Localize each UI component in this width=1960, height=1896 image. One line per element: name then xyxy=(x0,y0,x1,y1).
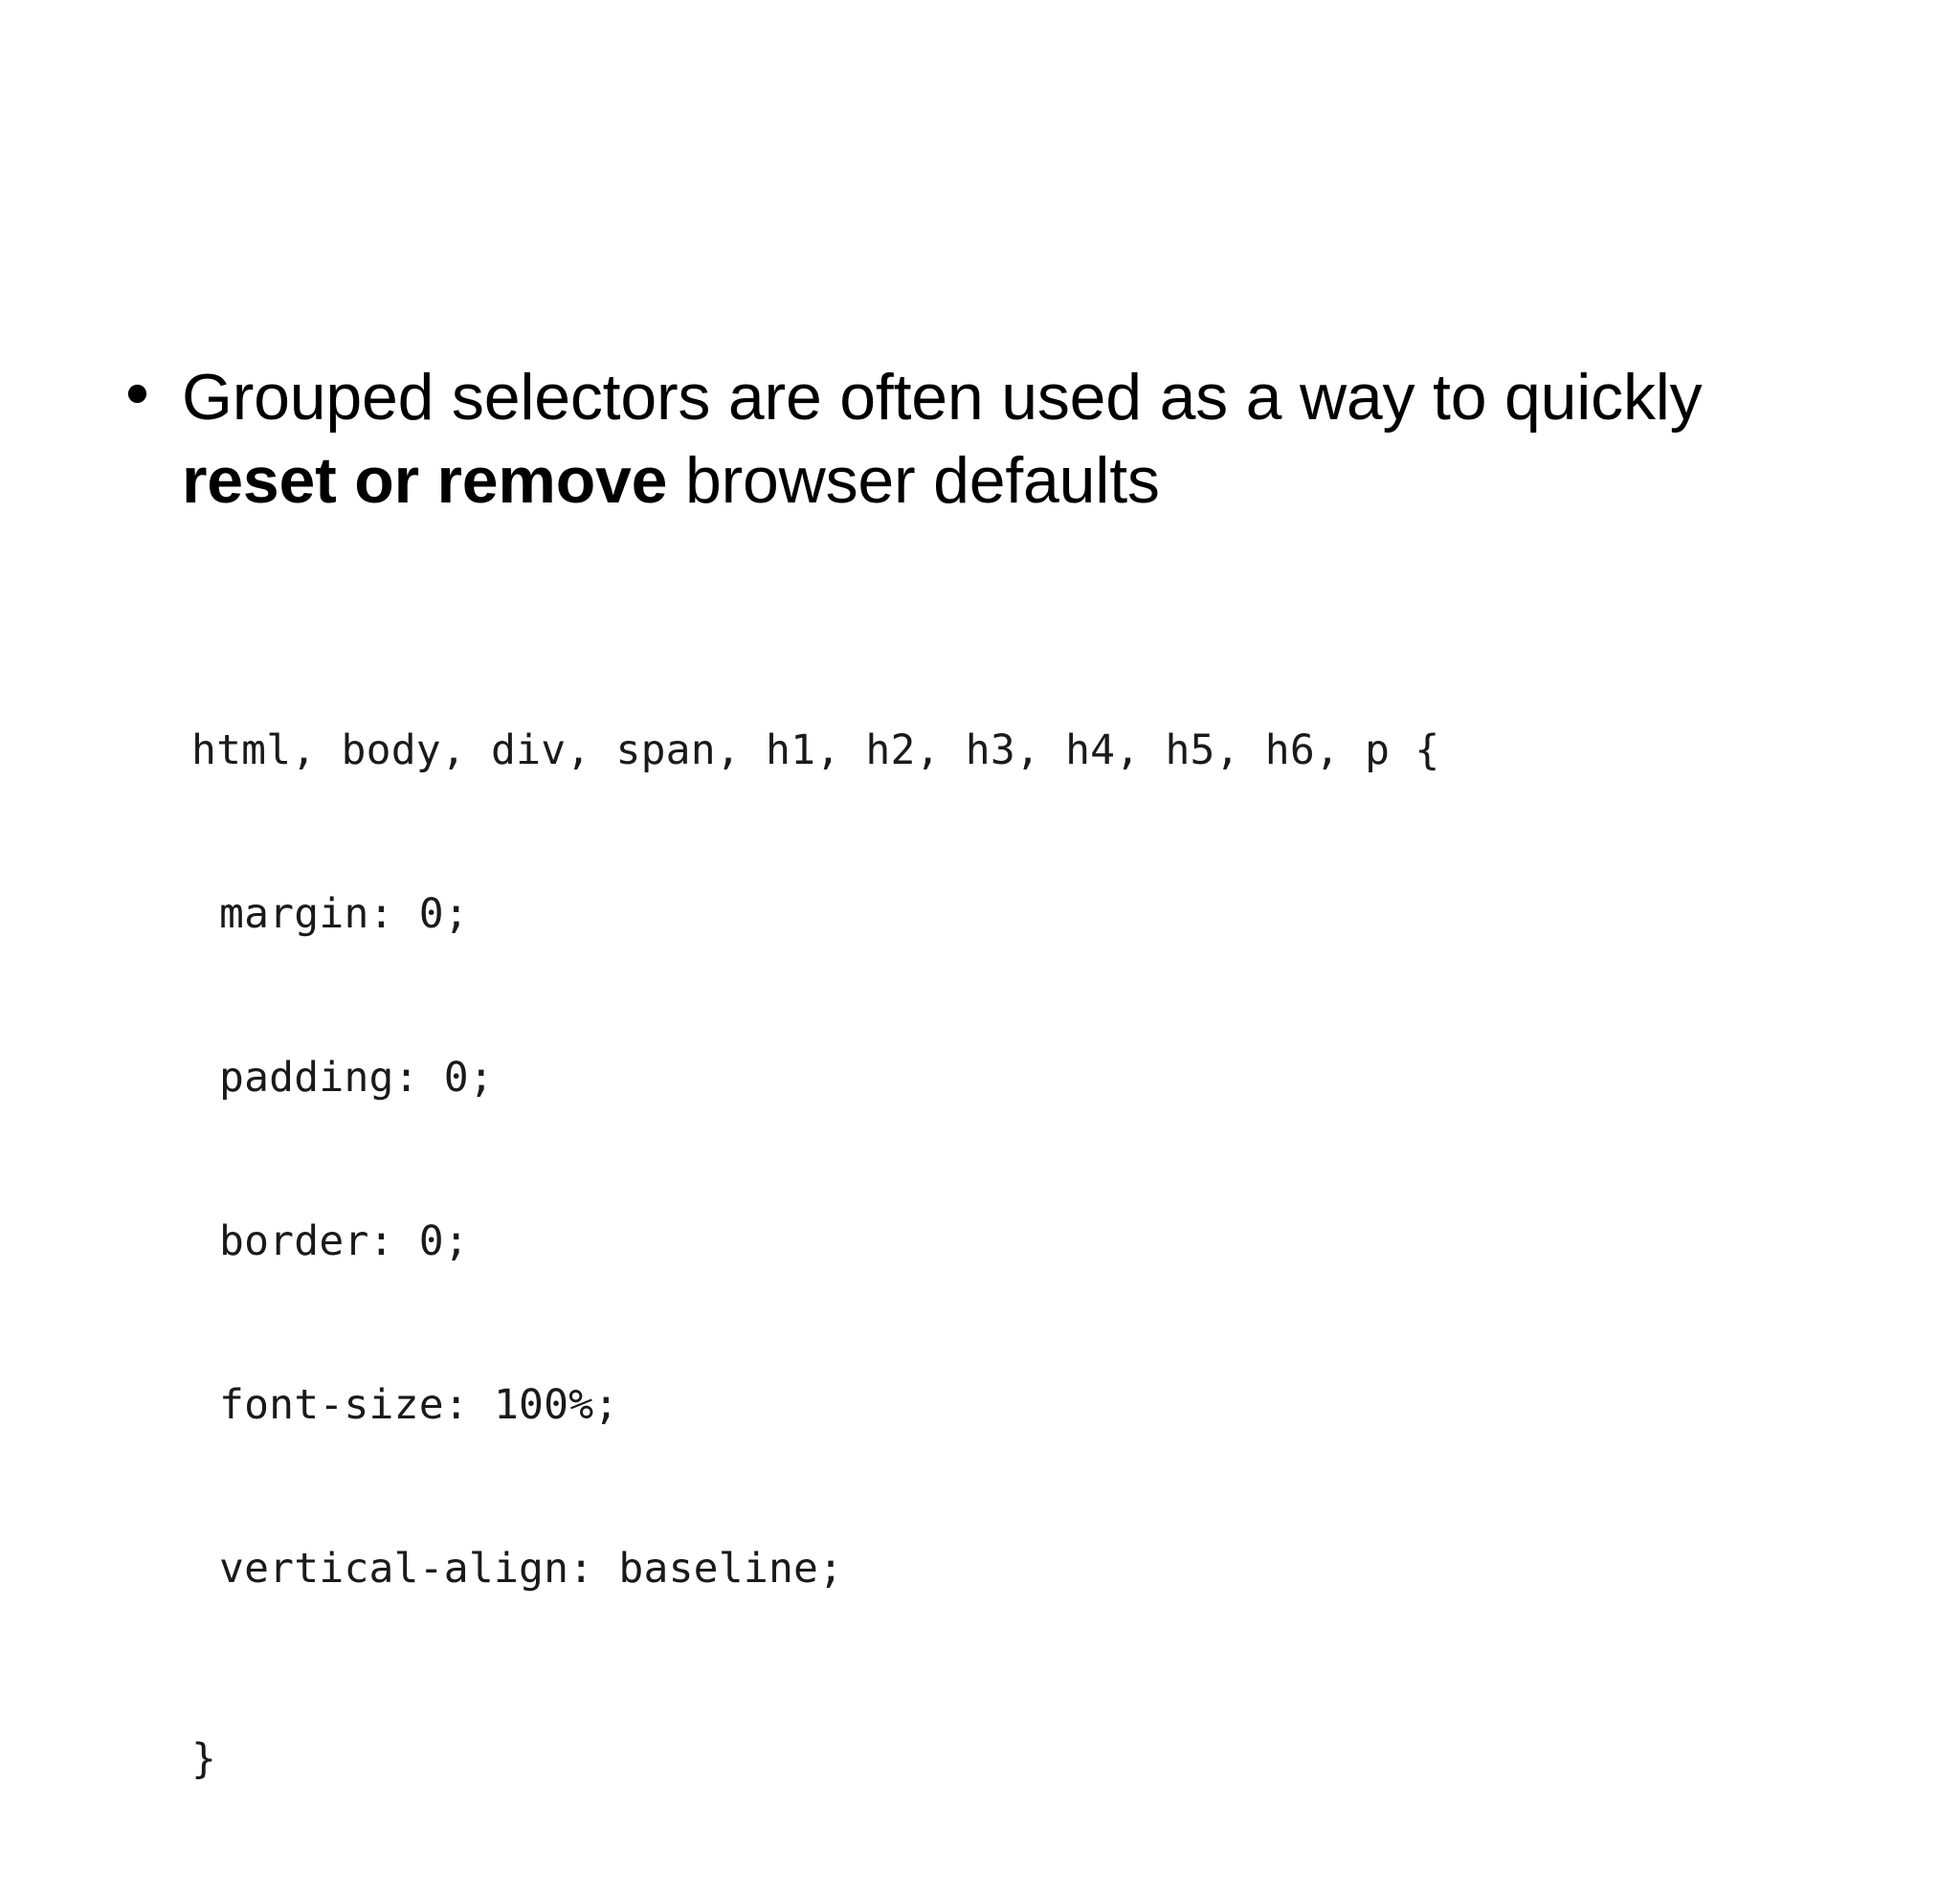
code-line-font-size: font-size: 100%; xyxy=(219,1381,619,1429)
bullet-dot-icon: • xyxy=(119,359,156,433)
code-line-margin: margin: 0; xyxy=(219,890,469,938)
code-line-vertical-align: vertical-align: baseline; xyxy=(219,1545,844,1593)
code-line-padding: padding: 0; xyxy=(219,1054,494,1102)
code-line-close-brace: } xyxy=(191,1735,217,1783)
code-line-border: border: 0; xyxy=(219,1217,469,1265)
bullet-item-text: Grouped selectors are often used as a wa… xyxy=(182,356,1809,523)
bullet-text-bold-phrase: reset or remove xyxy=(182,444,668,518)
css-code-snippet: html, body, div, span, h1, h2, h3, h4, h… xyxy=(191,614,1439,1896)
bullet-text-prefix: Grouped selectors are often used as a wa… xyxy=(182,361,1703,434)
bullet-text-suffix: browser defaults xyxy=(667,444,1160,518)
list-item: • Grouped selectors are often used as a … xyxy=(113,356,1836,523)
bullet-list: • Grouped selectors are often used as a … xyxy=(113,356,1836,523)
code-line-selectors: html, body, div, span, h1, h2, h3, h4, h… xyxy=(191,726,1440,774)
slide-canvas: • Grouped selectors are often used as a … xyxy=(113,356,1836,1783)
